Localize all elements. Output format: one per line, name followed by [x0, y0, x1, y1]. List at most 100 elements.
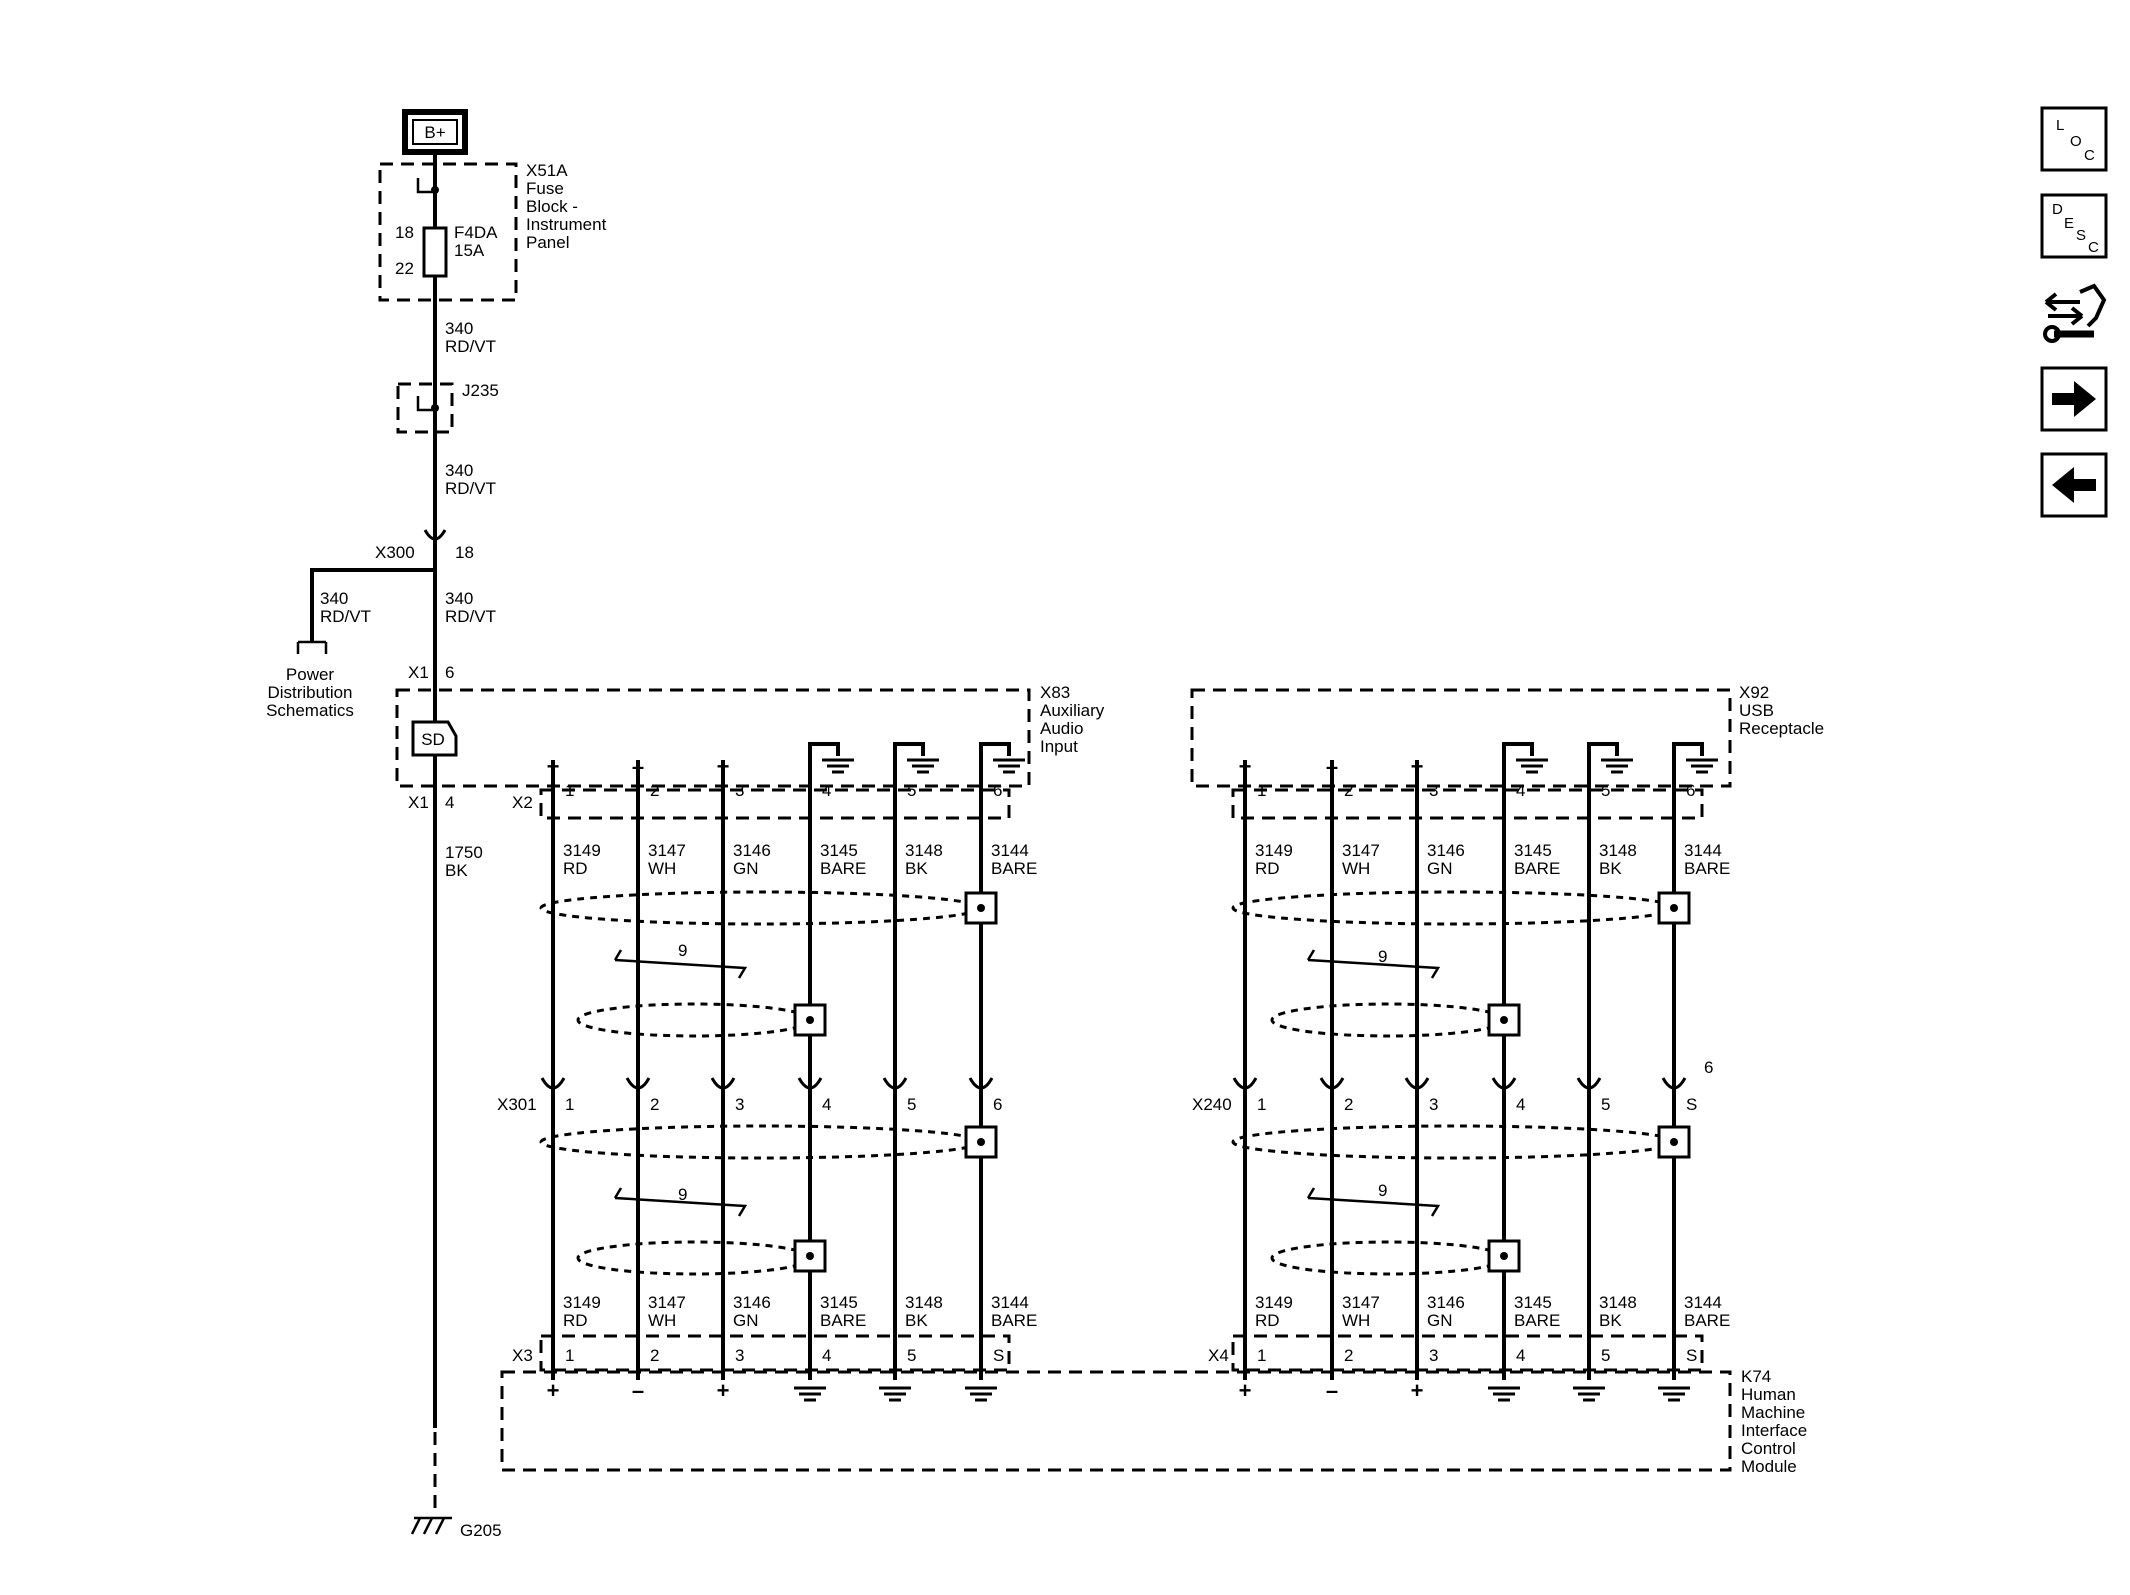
svg-text:6: 6: [445, 663, 454, 682]
loc-button[interactable]: L O C: [2040, 106, 2108, 172]
wire-color: BARE: [991, 1311, 1037, 1330]
svg-text:E: E: [2064, 215, 2074, 232]
svg-text:RD/VT: RD/VT: [445, 479, 496, 498]
circuit-number: 3145: [820, 1293, 858, 1312]
arrow-left-icon: [2052, 467, 2096, 503]
svg-text:9: 9: [678, 941, 687, 960]
wire-color: BARE: [1514, 1311, 1560, 1330]
polarity-mark: –: [1326, 754, 1338, 779]
svg-text:SD: SD: [421, 730, 445, 749]
svg-text:340: 340: [320, 589, 348, 608]
connector-service-button[interactable]: [2042, 282, 2107, 344]
svg-text:O: O: [2070, 133, 2082, 150]
circuit-number: 3148: [1599, 1293, 1637, 1312]
chassis-ground-icon: [905, 758, 941, 774]
circuit-number: 3148: [1599, 841, 1637, 860]
svg-text:Receptacle: Receptacle: [1739, 719, 1824, 738]
polarity-mark: –: [632, 1378, 644, 1403]
svg-text:RD/VT: RD/VT: [445, 607, 496, 626]
svg-text:340: 340: [445, 319, 473, 338]
wire-color: BK: [1599, 859, 1622, 878]
circuit-number: 3149: [1255, 1293, 1293, 1312]
shield-inner: [1270, 1002, 1506, 1038]
twisted-pair-mark: [613, 1187, 748, 1217]
polarity-mark: +: [1411, 754, 1424, 779]
pin-number: 6: [993, 781, 1002, 800]
pin-number: 3: [1429, 1346, 1438, 1365]
svg-text:X1: X1: [408, 663, 429, 682]
wire-color: RD: [1255, 1311, 1280, 1330]
svg-text:Human: Human: [1741, 1385, 1796, 1404]
shield-outer: [1231, 890, 1678, 926]
pin-number: 1: [1257, 1346, 1266, 1365]
circuit-number: 3144: [991, 1293, 1029, 1312]
wire-color: GN: [733, 859, 759, 878]
pin-number: 3: [735, 1346, 744, 1365]
pin-number: 2: [1344, 1095, 1353, 1114]
desc-button[interactable]: D E S C: [2040, 193, 2108, 259]
wire-color: WH: [648, 1311, 676, 1330]
aux-audio-group: X83 Auxiliary Audio Input X2 X301 X3 9 9…: [395, 683, 1105, 1403]
pin-number: 1: [1257, 1095, 1266, 1114]
pin-number: 4: [1516, 781, 1525, 800]
svg-text:Interface: Interface: [1741, 1421, 1807, 1440]
bottom-connector-strip: [1231, 1334, 1704, 1372]
circuit-number: 3146: [733, 1293, 771, 1312]
desc-icon: D E S C: [2052, 201, 2099, 256]
svg-text:X51A: X51A: [526, 161, 568, 180]
circuit-number: 3144: [1684, 841, 1722, 860]
circuit-number: 3149: [563, 1293, 601, 1312]
svg-text:X1: X1: [408, 793, 429, 812]
chassis-ground-icon: [1514, 758, 1550, 774]
wire-color: BARE: [991, 859, 1037, 878]
svg-text:Fuse: Fuse: [526, 179, 564, 198]
shield-drain: [964, 891, 998, 925]
pin-number: 1: [565, 1095, 574, 1114]
svg-text:D: D: [2052, 201, 2063, 218]
wire-color: BARE: [820, 1311, 866, 1330]
pin-number: 5: [1601, 1346, 1610, 1365]
top-connector-strip: [539, 788, 1011, 820]
chassis-ground-icon: [820, 758, 856, 774]
wire-color: BARE: [820, 859, 866, 878]
polarity-mark: +: [1239, 1378, 1252, 1403]
polarity-mark: –: [1326, 1378, 1338, 1403]
svg-text:1750: 1750: [445, 843, 483, 862]
wire-color: RD: [1255, 859, 1280, 878]
pin-number: 4: [822, 1346, 831, 1365]
svg-text:L: L: [2056, 117, 2064, 134]
pin-number: 4: [1516, 1095, 1525, 1114]
aux-audio-component-x83: [395, 688, 1031, 788]
svg-text:Audio: Audio: [1040, 719, 1083, 738]
shield-drain: [1487, 1239, 1521, 1273]
wire-color: GN: [1427, 1311, 1453, 1330]
wire-color: GN: [1427, 859, 1453, 878]
polarity-mark: +: [1239, 754, 1252, 779]
hmi-module-k74: K74 Human Machine Interface Control Modu…: [500, 1367, 1807, 1476]
svg-text:F4DA: F4DA: [454, 223, 498, 242]
circuit-number: 3146: [733, 841, 771, 860]
svg-text:Power: Power: [286, 665, 335, 684]
twisted-pair-mark: [613, 949, 748, 979]
wire-color: BARE: [1514, 859, 1560, 878]
shield-outer: [1231, 1124, 1678, 1160]
polarity-mark: +: [717, 754, 730, 779]
pin-number: 5: [1601, 1095, 1610, 1114]
circuit-number: 3146: [1427, 841, 1465, 860]
previous-page-button[interactable]: [2040, 452, 2108, 518]
chassis-ground-icon: [1656, 1386, 1692, 1402]
shield-drain: [1657, 1125, 1691, 1159]
pin-number: 5: [907, 1095, 916, 1114]
svg-text:J235: J235: [462, 381, 499, 400]
wire-color: BARE: [1684, 859, 1730, 878]
usb-group: X92 USB Receptacle X240 X4 6 9 9 ++11131…: [1190, 683, 1824, 1403]
next-page-button[interactable]: [2040, 366, 2108, 432]
fuse-f4da: [422, 226, 448, 278]
svg-text:RD/VT: RD/VT: [445, 337, 496, 356]
pin-number: 3: [1429, 1095, 1438, 1114]
